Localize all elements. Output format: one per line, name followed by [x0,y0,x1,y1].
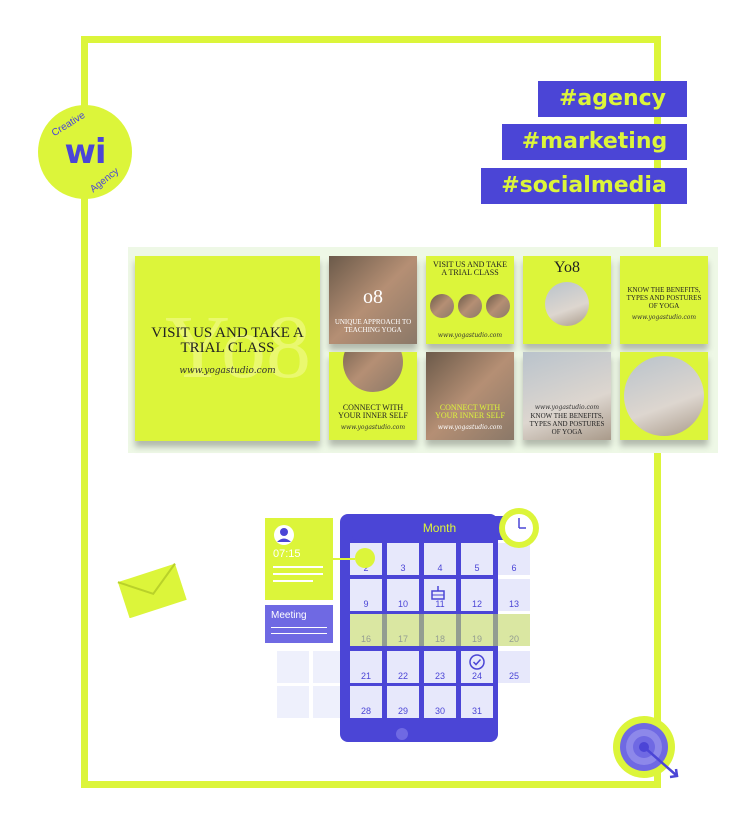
post-text: UNIQUE APPROACH TO TEACHING YOGA [334,318,412,334]
calendar-day-cell[interactable]: 23 [424,651,456,683]
post-url: www.yogastudio.com [534,404,600,411]
calendar-week-highlight [350,614,530,646]
phone-home-button[interactable] [396,728,408,740]
post-url: www.yogastudio.com [179,366,276,376]
event-dot [355,548,375,568]
social-post-grid: Yo8 VISIT US AND TAKE A TRIAL CLASS www.… [128,247,718,453]
post-photo-circle [343,352,403,392]
cake-icon [431,586,445,600]
post-4: KNOW THE BENEFITS, TYPES AND POSTURES OF… [620,256,708,344]
post-headline: VISIT US AND TAKE A TRIAL CLASS [151,325,304,356]
post-photo-circle [624,356,704,436]
post-text: KNOW THE BENEFITS, TYPES AND POSTURES OF… [626,286,702,310]
calendar-day-cell[interactable]: 29 [387,686,419,718]
post-photo-circle [458,294,482,318]
post-url: www.yogastudio.com [437,424,503,431]
calendar-day-cell[interactable]: 21 [350,651,382,683]
logo-initials: wi [64,132,106,172]
post-logo: o8 [363,286,383,308]
calendar-day-cell[interactable]: 28 [350,686,382,718]
post-url: www.yogastudio.com [437,332,503,339]
calendar-day-cell[interactable]: 6 [498,543,530,575]
post-5: CONNECT WITH YOUR INNER SELF www.yogastu… [329,352,417,440]
connector-line [333,558,355,560]
calendar-day-cell[interactable]: 13 [498,579,530,611]
event-card: 07:15 [265,518,333,600]
event-time: 07:15 [273,548,301,560]
text-line [271,633,327,634]
hashtag-agency: #agency [538,81,687,117]
calendar-cell-empty [277,651,309,683]
calendar-day-cell[interactable]: 24 [461,651,493,683]
post-8 [620,352,708,440]
check-circle-icon [469,654,485,670]
envelope-icon [117,563,187,618]
meeting-card: Meeting [265,605,333,643]
calendar-cell-empty [313,686,345,718]
post-6: CONNECT WITH YOUR INNER SELF www.yogastu… [426,352,514,440]
calendar-day-cell[interactable]: 5 [461,543,493,575]
post-url: www.yogastudio.com [631,314,697,321]
post-photo-circle [545,282,589,326]
post-text: CONNECT WITH YOUR INNER SELF [338,403,408,420]
text-line [273,573,323,575]
post-logo: Yo8 [554,259,580,276]
post-watermark: Yo8 [165,298,311,397]
meeting-label: Meeting [271,610,307,621]
hashtag-marketing: #marketing [502,124,687,160]
hashtag-socialmedia: #socialmedia [481,168,687,204]
calendar-cell-empty [277,686,309,718]
post-photo-circle [486,294,510,318]
calendar-day-cell[interactable]: 25 [498,651,530,683]
calendar-month-header[interactable]: Month [352,516,527,540]
post-photo-circle [430,294,454,318]
calendar-day-cell[interactable]: 12 [461,579,493,611]
text-line [271,627,327,628]
calendar-day-cell[interactable]: 4 [424,543,456,575]
post-big: Yo8 VISIT US AND TAKE A TRIAL CLASS www.… [135,256,320,441]
agency-logo: wi Creative Agency [38,105,132,199]
calendar-day-cell[interactable]: 9 [350,579,382,611]
calendar-day-cell[interactable]: 31 [461,686,493,718]
post-text: KNOW THE BENEFITS, TYPES AND POSTURES OF… [529,412,605,436]
post-7: www.yogastudio.com KNOW THE BENEFITS, TY… [523,352,611,440]
post-2: VISIT US AND TAKE A TRIAL CLASS www.yoga… [426,256,514,344]
post-3: Yo8 [523,256,611,344]
text-line [273,580,313,582]
calendar-day-cell[interactable]: 3 [387,543,419,575]
post-1: o8 UNIQUE APPROACH TO TEACHING YOGA [329,256,417,344]
post-text: VISIT US AND TAKE A TRIAL CLASS [433,260,507,277]
calendar-day-cell[interactable]: 22 [387,651,419,683]
calendar-day-cell[interactable]: 10 [387,579,419,611]
calendar-day-cell[interactable]: 30 [424,686,456,718]
post-text: CONNECT WITH YOUR INNER SELF [435,403,505,420]
calendar-cell-empty [313,651,345,683]
target-icon [613,716,679,779]
user-icon [274,525,294,545]
text-line [273,566,323,568]
post-url: www.yogastudio.com [340,424,406,431]
clock-icon [499,508,539,548]
